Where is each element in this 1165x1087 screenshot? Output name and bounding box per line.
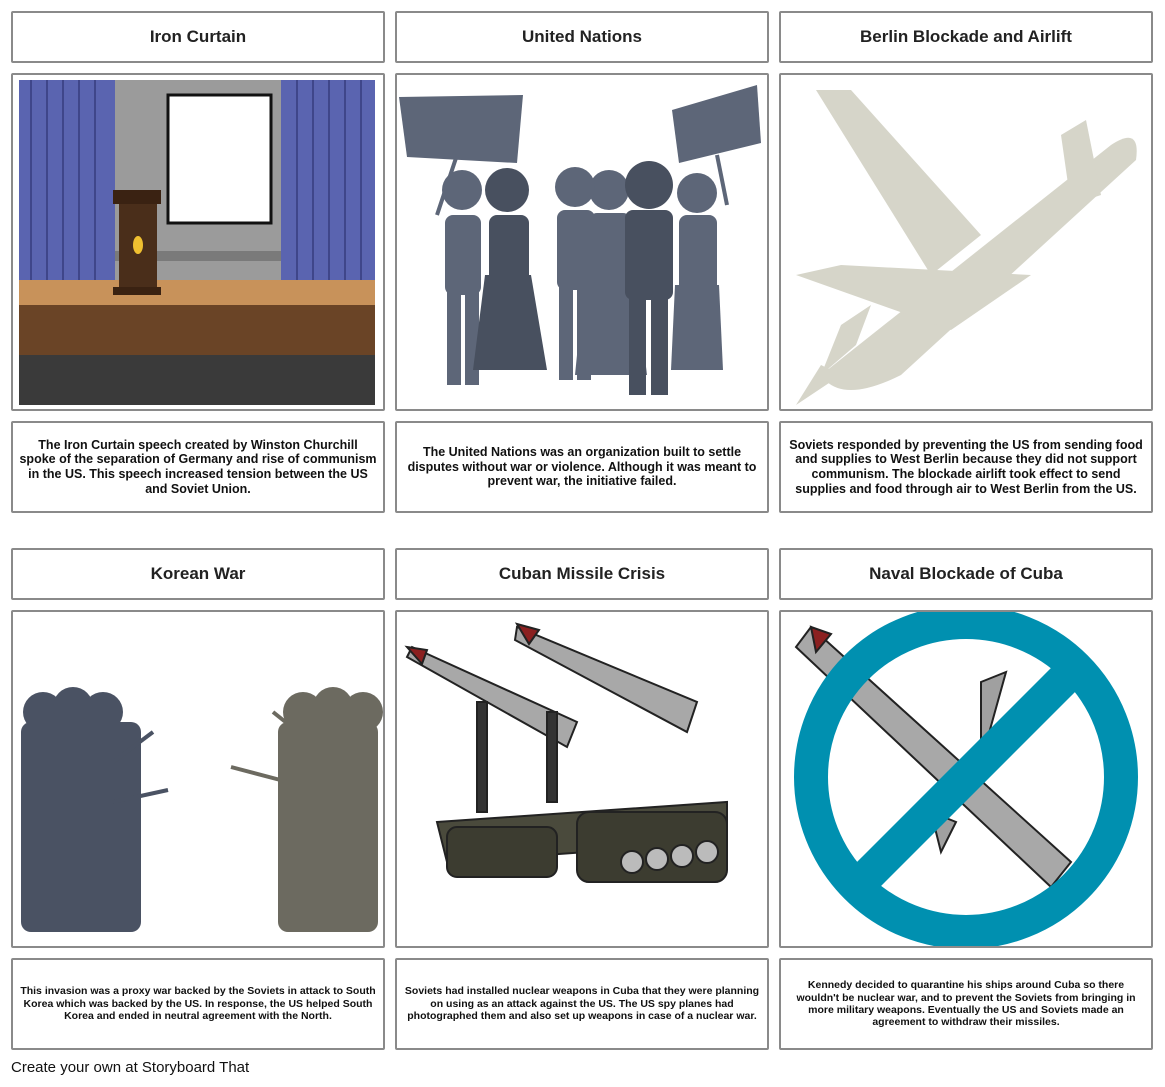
cell-description-naval-blockade: Kennedy decided to quarantine his ships …: [779, 958, 1153, 1050]
cell-title-korean-war: Korean War: [11, 548, 385, 600]
scene-missile-launcher: [395, 610, 769, 948]
cell-title-naval-blockade: Naval Blockade of Cuba: [779, 548, 1153, 600]
cell-title-berlin-blockade: Berlin Blockade and Airlift: [779, 11, 1153, 63]
cell-title-united-nations: United Nations: [395, 11, 769, 63]
scene-stage-podium: [11, 73, 385, 411]
cell-description-iron-curtain: The Iron Curtain speech created by Winst…: [11, 421, 385, 513]
cell-title-cuban-missile-crisis: Cuban Missile Crisis: [395, 548, 769, 600]
cell-description-korean-war: This invasion was a proxy war backed by …: [11, 958, 385, 1050]
cell-description-cuban-missile-crisis: Soviets had installed nuclear weapons in…: [395, 958, 769, 1050]
cell-description-united-nations: The United Nations was an organization b…: [395, 421, 769, 513]
scene-airplane: [779, 73, 1153, 411]
cell-description-berlin-blockade: Soviets responded by preventing the US f…: [779, 421, 1153, 513]
cell-title-iron-curtain: Iron Curtain: [11, 11, 385, 63]
scene-protest-crowd: [395, 73, 769, 411]
scene-missile-prohibited: [779, 610, 1153, 948]
scene-soldiers-facing-off: [11, 610, 385, 948]
storyboard-that-footer-link[interactable]: Create your own at Storyboard That: [11, 1059, 250, 1076]
